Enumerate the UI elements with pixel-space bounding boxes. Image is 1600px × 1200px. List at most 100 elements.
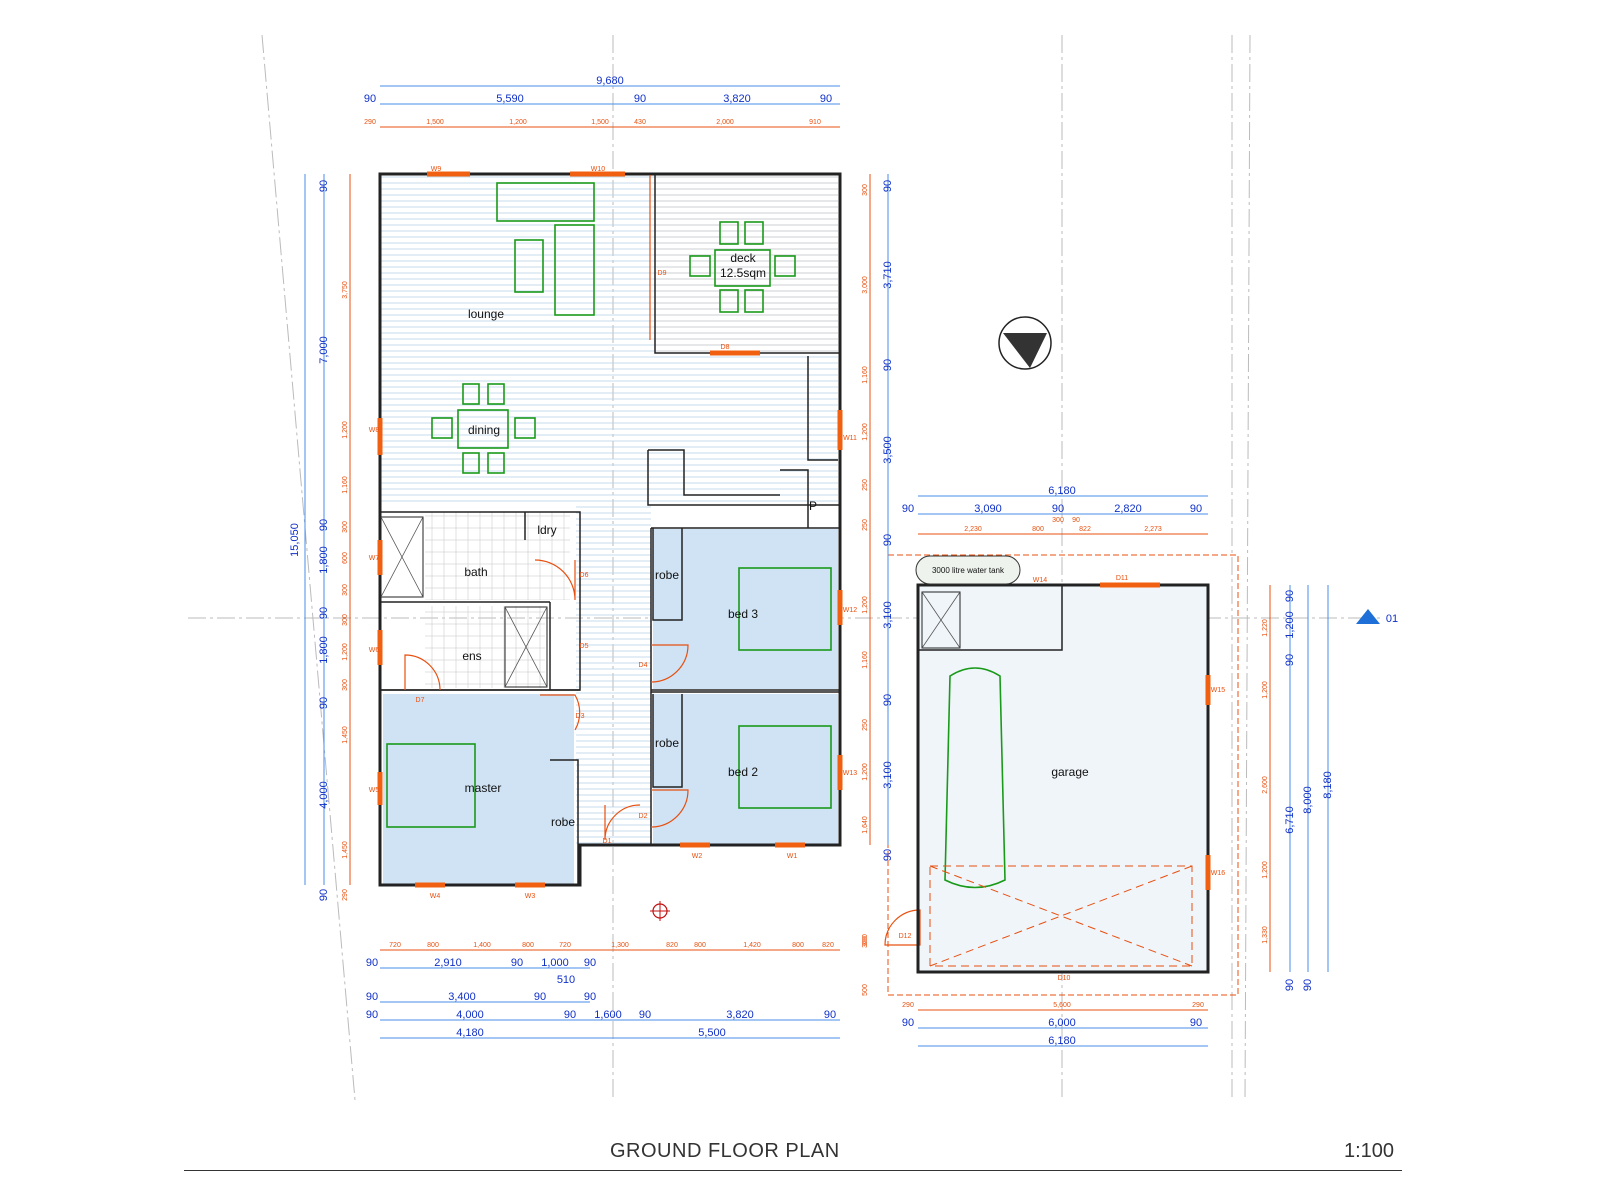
water-tank-label: 3000 litre water tank — [932, 566, 1005, 575]
title-underline — [184, 1170, 1402, 1171]
svg-text:90: 90 — [824, 1009, 836, 1021]
svg-text:D7: D7 — [416, 697, 425, 704]
svg-text:90: 90 — [820, 93, 832, 105]
survey-point-icon — [650, 901, 670, 921]
svg-text:1,450: 1,450 — [342, 841, 349, 859]
svg-text:90: 90 — [639, 1009, 651, 1021]
svg-text:1,500: 1,500 — [426, 119, 444, 126]
svg-text:6,180: 6,180 — [1048, 485, 1076, 497]
door-swings — [404, 175, 921, 946]
svg-text:1,200: 1,200 — [862, 763, 869, 781]
garage-structure — [887, 554, 1239, 996]
svg-text:90: 90 — [318, 607, 330, 619]
svg-text:300: 300 — [342, 614, 349, 626]
svg-text:300: 300 — [342, 584, 349, 596]
window-openings — [377, 171, 843, 888]
svg-text:6,710: 6,710 — [1284, 806, 1296, 834]
svg-text:W13: W13 — [843, 770, 858, 777]
svg-text:90: 90 — [634, 93, 646, 105]
svg-text:D1: D1 — [603, 838, 612, 845]
room-bath: bath — [464, 565, 487, 579]
svg-text:2,910: 2,910 — [434, 957, 462, 969]
svg-text:500: 500 — [862, 984, 869, 996]
svg-text:90: 90 — [882, 180, 894, 192]
svg-text:90: 90 — [318, 519, 330, 531]
svg-text:W8: W8 — [369, 427, 380, 434]
dimensions-right: 90 3,710 90 3,500 90 3,100 90 3,100 90 3… — [862, 174, 894, 996]
svg-text:1,200: 1,200 — [1262, 681, 1269, 699]
svg-text:W1: W1 — [787, 853, 798, 860]
svg-text:90: 90 — [366, 991, 378, 1003]
svg-text:90: 90 — [882, 849, 894, 861]
svg-text:W12: W12 — [843, 607, 858, 614]
svg-text:600: 600 — [342, 552, 349, 564]
drawing-scale: 1:100 — [1344, 1140, 1395, 1162]
svg-text:9,680: 9,680 — [596, 75, 624, 87]
svg-text:90: 90 — [902, 503, 914, 515]
svg-text:820: 820 — [822, 942, 834, 949]
svg-text:3,820: 3,820 — [726, 1009, 754, 1021]
svg-text:250: 250 — [862, 479, 869, 491]
svg-text:2,820: 2,820 — [1114, 503, 1142, 515]
opening-tags: W9 W10 W8 W7 W6 W5 W4 W3 W2 W1 W11 W12 W… — [369, 166, 1226, 982]
svg-text:4,000: 4,000 — [456, 1009, 484, 1021]
dimensions-bottom: 720 800 1,400 800 720 1,300 820 800 1,42… — [366, 934, 869, 1039]
svg-text:W3: W3 — [525, 893, 536, 900]
svg-text:5,590: 5,590 — [496, 93, 524, 105]
svg-text:1,220: 1,220 — [1262, 619, 1269, 637]
svg-text:W16: W16 — [1211, 870, 1226, 877]
svg-text:2,600: 2,600 — [1262, 776, 1269, 794]
svg-text:720: 720 — [559, 942, 571, 949]
room-robe-bed3: robe — [655, 568, 679, 582]
svg-text:250: 250 — [862, 719, 869, 731]
svg-text:90: 90 — [511, 957, 523, 969]
svg-text:3,100: 3,100 — [882, 601, 894, 629]
svg-text:W4: W4 — [430, 893, 441, 900]
svg-text:300: 300 — [342, 679, 349, 691]
room-labels: lounge deck 12.5sqm dining ldry bath ens… — [462, 251, 1398, 829]
room-master: master — [465, 781, 502, 795]
svg-text:2,000: 2,000 — [716, 119, 734, 126]
room-lounge: lounge — [468, 307, 504, 321]
svg-text:1,160: 1,160 — [862, 366, 869, 384]
svg-text:510: 510 — [557, 974, 575, 986]
svg-text:W7: W7 — [369, 555, 380, 562]
drawing-title: GROUND FLOOR PLAN — [610, 1140, 840, 1162]
svg-text:800: 800 — [1032, 526, 1044, 533]
svg-text:90: 90 — [882, 534, 894, 546]
svg-text:1,200: 1,200 — [862, 596, 869, 614]
svg-text:90: 90 — [584, 957, 596, 969]
svg-text:1,200: 1,200 — [509, 119, 527, 126]
svg-text:800: 800 — [427, 942, 439, 949]
svg-text:5,600: 5,600 — [1053, 1002, 1071, 1009]
grid-marker-label: 01 — [1386, 613, 1398, 625]
room-pantry: P — [809, 499, 817, 513]
svg-text:3,000: 3,000 — [862, 276, 869, 294]
svg-text:1,300: 1,300 — [611, 942, 629, 949]
svg-text:300: 300 — [1052, 517, 1064, 524]
dimensions-garage-bottom: 290 5,600 290 90 6,000 90 6,180 — [902, 1002, 1208, 1047]
svg-text:90: 90 — [1072, 517, 1080, 524]
svg-text:910: 910 — [809, 119, 821, 126]
room-ens: ens — [462, 649, 481, 663]
svg-text:7,000: 7,000 — [318, 336, 330, 364]
room-bed3: bed 3 — [728, 607, 758, 621]
svg-text:8,180: 8,180 — [1322, 771, 1334, 799]
svg-text:290: 290 — [364, 119, 376, 126]
svg-text:90: 90 — [564, 1009, 576, 1021]
svg-text:5,500: 5,500 — [698, 1027, 726, 1039]
svg-text:1,200: 1,200 — [342, 643, 349, 661]
svg-text:90: 90 — [318, 889, 330, 901]
room-dining: dining — [468, 423, 500, 437]
grid-marker-icon — [1356, 609, 1380, 624]
svg-text:4,000: 4,000 — [318, 781, 330, 809]
svg-text:1,200: 1,200 — [862, 423, 869, 441]
dimensions-garage-top: 6,180 90 3,090 90 2,820 90 2,230 800 300… — [902, 485, 1208, 535]
svg-text:90: 90 — [1190, 503, 1202, 515]
svg-text:1,800: 1,800 — [318, 636, 330, 664]
svg-text:D5: D5 — [580, 643, 589, 650]
svg-text:8,000: 8,000 — [1302, 786, 1314, 814]
svg-text:W6: W6 — [369, 647, 380, 654]
svg-text:W9: W9 — [431, 166, 442, 173]
